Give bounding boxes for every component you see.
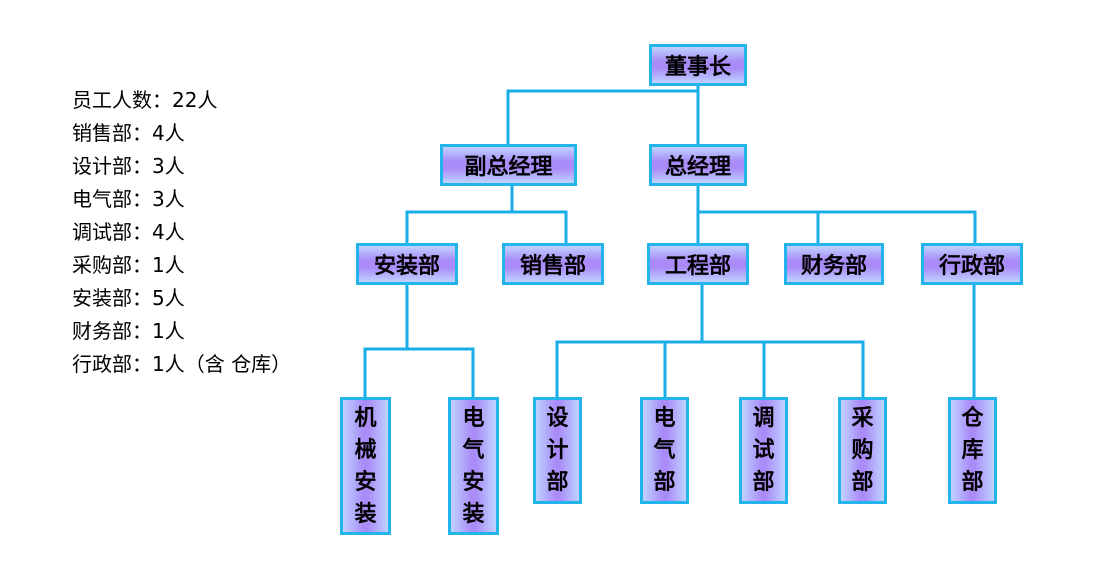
node-mech-install-char: 装 <box>354 502 377 527</box>
node-warehouse-char: 部 <box>961 470 984 495</box>
node-warehouse-char: 库 <box>961 438 984 463</box>
node-electrical-char: 电 <box>653 406 676 431</box>
stat-design: 设计部：3人 <box>72 154 185 178</box>
node-warehouse-char: 仓 <box>961 406 984 431</box>
node-elec-install-char: 装 <box>462 502 485 527</box>
node-design: 设 计 部 <box>533 397 582 504</box>
node-debug: 调 试 部 <box>739 397 788 504</box>
node-sales-dept: 销售部 <box>502 243 604 285</box>
node-chairman: 董事长 <box>649 44 747 86</box>
node-electrical-char: 部 <box>653 470 676 495</box>
node-elec-install-char: 安 <box>462 470 485 495</box>
stat-purchase: 采购部：1人 <box>72 253 185 277</box>
node-install-dept: 安装部 <box>356 243 458 285</box>
node-purchase: 采 购 部 <box>838 397 887 504</box>
stat-debug: 调试部：4人 <box>72 220 185 244</box>
node-debug-char: 试 <box>752 438 775 463</box>
stat-total: 员工人数：22人 <box>72 88 218 112</box>
node-design-char: 设 <box>546 406 569 431</box>
node-mech-install-char: 机 <box>354 406 377 431</box>
node-electrical: 电 气 部 <box>640 397 689 504</box>
node-elec-install-char: 气 <box>462 438 485 463</box>
node-admin-dept: 行政部 <box>921 243 1023 285</box>
node-design-char: 计 <box>546 438 569 463</box>
node-elec-install: 电 气 安 装 <box>448 397 499 535</box>
node-mech-install-char: 安 <box>354 470 377 495</box>
node-electrical-char: 气 <box>653 438 676 463</box>
node-gm: 总经理 <box>649 144 747 186</box>
stat-electrical: 电气部：3人 <box>72 187 185 211</box>
stat-install: 安装部：5人 <box>72 286 185 310</box>
node-warehouse: 仓 库 部 <box>948 397 997 504</box>
node-purchase-char: 采 <box>851 406 874 431</box>
staff-stats: 员工人数：22人 销售部：4人 设计部：3人 电气部：3人 调试部：4人 采购部… <box>72 84 291 381</box>
node-purchase-char: 购 <box>851 438 874 463</box>
node-design-char: 部 <box>546 470 569 495</box>
stat-finance: 财务部：1人 <box>72 319 185 343</box>
node-finance-dept: 财务部 <box>784 243 884 285</box>
node-debug-char: 部 <box>752 470 775 495</box>
node-vice-gm: 副总经理 <box>440 144 577 186</box>
stat-sales: 销售部：4人 <box>72 121 185 145</box>
node-purchase-char: 部 <box>851 470 874 495</box>
node-mech-install: 机 械 安 装 <box>340 397 391 535</box>
node-mech-install-char: 械 <box>354 438 377 463</box>
stat-admin: 行政部：1人（含 仓库） <box>72 352 292 376</box>
node-elec-install-char: 电 <box>462 406 485 431</box>
node-engineering-dept: 工程部 <box>647 243 749 285</box>
node-debug-char: 调 <box>752 406 775 431</box>
